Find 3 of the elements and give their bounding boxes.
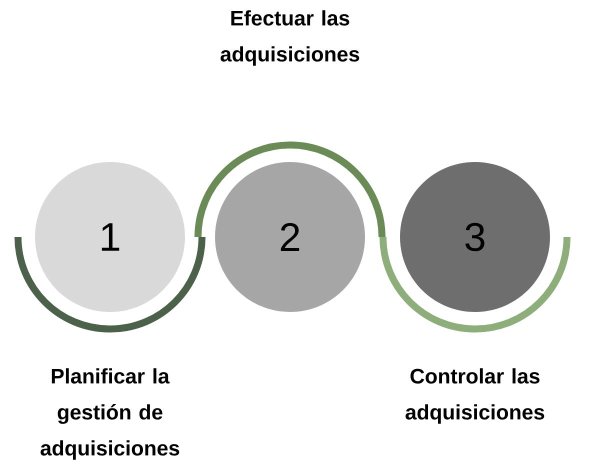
step-label: Planificar la gestión de adquisiciones bbox=[40, 368, 180, 460]
step-label: Controlar las adquisiciones bbox=[406, 368, 544, 424]
step-label: Efectuar las adquisiciones bbox=[220, 10, 360, 66]
